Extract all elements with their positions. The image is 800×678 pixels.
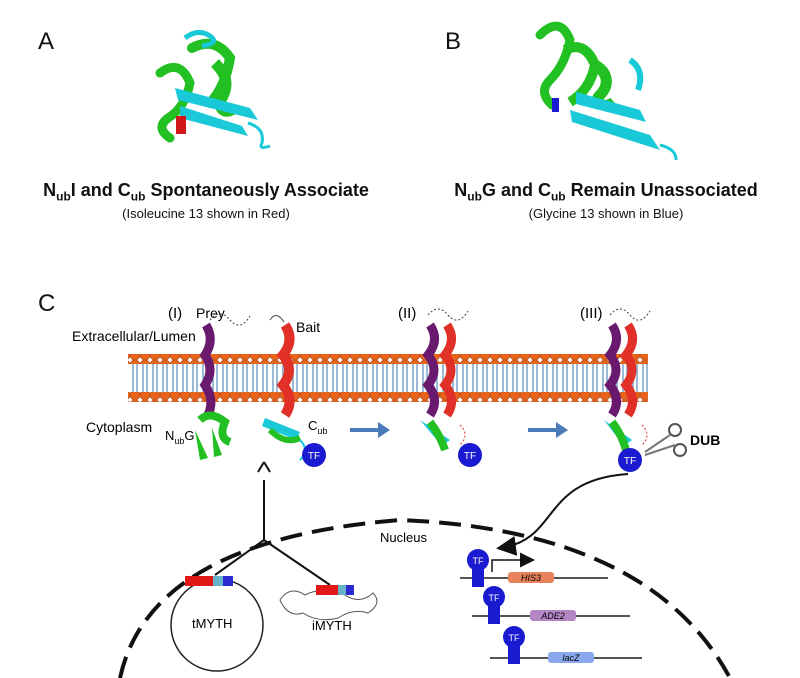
reporter-ade2: TF ADE2 bbox=[472, 586, 630, 624]
panel-b-subtitle: (Glycine 13 shown in Blue) bbox=[528, 205, 684, 221]
panel-b-letter: B bbox=[445, 28, 462, 55]
svg-text:TF: TF bbox=[509, 633, 520, 643]
panel-a-caption: NubI and Cub Spontaneously Associate (Is… bbox=[26, 180, 386, 221]
panel-c-letter: C bbox=[38, 290, 56, 317]
panel-a-title: NubI and Cub Spontaneously Associate bbox=[43, 180, 369, 204]
imyth-label: iMYTH bbox=[312, 618, 352, 633]
svg-text:TF: TF bbox=[489, 593, 500, 603]
imyth-chromosome bbox=[279, 585, 378, 621]
tmyth-plasmid bbox=[170, 576, 264, 672]
nub-i-structure bbox=[155, 30, 271, 149]
assay-branch bbox=[214, 461, 331, 586]
complex-stage-3 bbox=[604, 308, 651, 452]
glycine-13-marker bbox=[552, 98, 559, 112]
panel-a-subtitle: (Isoleucine 13 shown in Red) bbox=[122, 205, 290, 221]
tmyth-label: tMYTH bbox=[192, 616, 232, 631]
panel-b-title: NubG and Cub Remain Unassociated bbox=[454, 180, 758, 204]
svg-text:TF: TF bbox=[308, 451, 320, 462]
tf-released: TF bbox=[618, 448, 642, 472]
isoleucine-13-marker bbox=[176, 116, 186, 134]
scissors-icon bbox=[644, 423, 687, 457]
stage-2-label: (II) bbox=[398, 305, 416, 322]
stage-arrow-2 bbox=[528, 422, 568, 438]
complex-stage-2 bbox=[420, 308, 469, 452]
cell-membrane bbox=[128, 354, 648, 402]
panel-b-caption: NubG and Cub Remain Unassociated (Glycin… bbox=[426, 180, 786, 221]
tf-stage-2: TF bbox=[458, 443, 482, 467]
svg-text:TF: TF bbox=[464, 451, 476, 462]
extracellular-label: Extracellular/Lumen bbox=[72, 328, 196, 344]
svg-text:TF: TF bbox=[624, 456, 636, 467]
gene-lacz-label: lacZ bbox=[562, 653, 580, 663]
svg-text:TF: TF bbox=[473, 556, 484, 566]
mythology-diagram: (I) (II) (III) Prey Bait Extracellular/L… bbox=[72, 305, 732, 678]
nucleus-envelope bbox=[118, 517, 732, 678]
stage-1-label: (I) bbox=[168, 305, 182, 322]
stage-3-label: (III) bbox=[580, 305, 603, 322]
dub-label: DUB bbox=[690, 432, 720, 448]
cub-label: Cub bbox=[308, 418, 327, 436]
tf-stage-1: TF bbox=[302, 443, 326, 467]
prey-protein-stage-1 bbox=[195, 313, 251, 460]
panel-a-letter: A bbox=[38, 28, 55, 55]
gene-his3-label: HIS3 bbox=[521, 573, 541, 583]
nub-g-structure bbox=[535, 21, 678, 160]
bait-label: Bait bbox=[296, 319, 320, 335]
nub-label: NubG bbox=[165, 428, 195, 446]
tf-to-nucleus-arrow bbox=[496, 473, 629, 556]
reporter-his3: TF HIS3 bbox=[460, 549, 608, 587]
gene-ade2-label: ADE2 bbox=[540, 611, 565, 621]
cytoplasm-label: Cytoplasm bbox=[86, 419, 152, 435]
stage-arrow-1 bbox=[350, 422, 390, 438]
nucleus-label: Nucleus bbox=[380, 530, 427, 545]
reporter-lacz: TF lacZ bbox=[490, 626, 642, 664]
prey-label: Prey bbox=[196, 305, 225, 321]
